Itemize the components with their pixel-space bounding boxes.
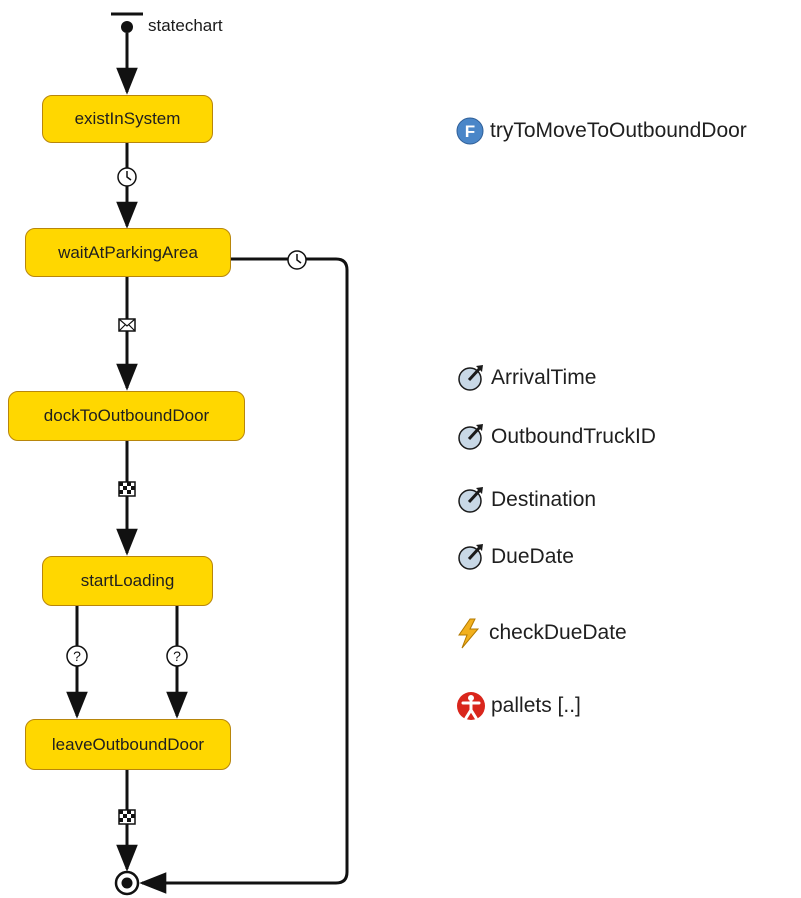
statechart-entry-point[interactable] (111, 12, 143, 33)
svg-text:?: ? (173, 648, 181, 664)
state-waitAtParkingArea[interactable]: waitAtParkingArea (25, 228, 231, 277)
parameter-label: OutboundTruckID (491, 425, 656, 448)
message-trigger-icon (118, 318, 136, 332)
state-startLoading[interactable]: startLoading (42, 556, 213, 606)
function-icon: F (456, 117, 484, 145)
event-item[interactable]: checkDueDate (453, 617, 627, 649)
svg-text:?: ? (73, 648, 81, 664)
function-label: tryToMoveToOutboundDoor (490, 119, 747, 142)
final-state[interactable] (114, 870, 140, 896)
parameter-icon (458, 424, 483, 450)
parameter-icon (458, 544, 483, 570)
agent-population-icon (457, 692, 485, 720)
parameter-item[interactable]: OutboundTruckID (455, 421, 656, 453)
transition-waitAtParkingArea-to-final[interactable] (139, 257, 349, 894)
condition-trigger-icon: ? (166, 645, 188, 667)
arrival-trigger-icon (118, 481, 136, 497)
parameter-icon (458, 487, 483, 513)
function-item[interactable]: F tryToMoveToOutboundDoor (454, 115, 747, 147)
lightning-icon (458, 618, 480, 649)
event-label: checkDueDate (489, 621, 627, 644)
timeout-trigger-icon (117, 167, 137, 187)
arrival-trigger-icon (118, 809, 136, 825)
timeout-trigger-icon (287, 250, 307, 270)
population-label: pallets [..] (491, 694, 581, 717)
svg-text:F: F (465, 122, 475, 141)
state-existInSystem[interactable]: existInSystem (42, 95, 213, 143)
parameter-icon (458, 365, 483, 391)
statechart-name: statechart (148, 16, 223, 35)
state-leaveOutboundDoor[interactable]: leaveOutboundDoor (25, 719, 231, 770)
condition-trigger-icon: ? (66, 645, 88, 667)
parameter-label: DueDate (491, 545, 574, 568)
state-dockToOutboundDoor[interactable]: dockToOutboundDoor (8, 391, 245, 441)
parameter-item[interactable]: DueDate (455, 541, 574, 573)
parameter-label: ArrivalTime (491, 366, 597, 389)
parameter-label: Destination (491, 488, 597, 511)
parameter-item[interactable]: ArrivalTime (455, 362, 596, 394)
parameter-item[interactable]: Destination (455, 484, 596, 516)
population-item[interactable]: pallets [..] (455, 690, 581, 722)
